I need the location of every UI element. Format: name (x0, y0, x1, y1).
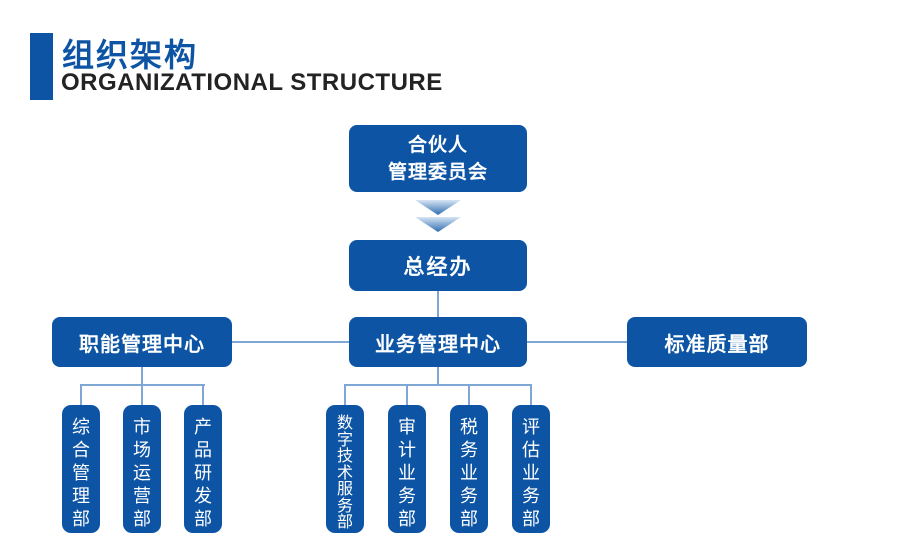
connector-business-quality (527, 341, 627, 343)
node-digital-tech-services-dept: 数字技术服务部 (326, 405, 364, 533)
chevron-down-icon (415, 200, 461, 215)
connector-business-branch (344, 384, 532, 386)
page-title: 组织架构 (62, 37, 199, 73)
node-quality-dept: 标准质量部 (627, 317, 807, 367)
node-label: 综合管理部 (72, 417, 90, 529)
node-business-center: 业务管理中心 (349, 317, 527, 367)
node-functional-center: 职能管理中心 (52, 317, 232, 367)
connector-drop (406, 384, 408, 406)
title-accent-bar (30, 33, 53, 100)
connector-drop (141, 384, 143, 406)
node-tax-dept: 税务业务部 (450, 405, 488, 533)
connector-functional-business (232, 341, 349, 343)
chevron-down-icon (415, 217, 461, 232)
node-label-line2: 管理委员会 (387, 161, 488, 183)
connector-functional-stem (141, 367, 143, 385)
node-valuation-dept: 评估业务部 (512, 405, 550, 533)
node-label: 审计业务部 (398, 417, 416, 529)
connector-gm-to-business (437, 291, 439, 318)
node-label: 市场运营部 (133, 417, 151, 529)
node-partners-committee: 合伙人 管理委员会 (349, 125, 527, 192)
node-label: 产品研发部 (194, 417, 212, 529)
connector-business-stem (437, 367, 439, 385)
connector-drop (202, 384, 204, 406)
connector-drop (344, 384, 346, 406)
node-label: 业务管理中心 (375, 333, 501, 356)
node-label: 数字技术服务部 (336, 415, 353, 531)
node-label: 职能管理中心 (79, 333, 205, 356)
node-audit-dept: 审计业务部 (388, 405, 426, 533)
node-product-rnd-dept: 产品研发部 (184, 405, 222, 533)
node-label-line1: 合伙人 (407, 134, 468, 156)
node-general-admin-dept: 综合管理部 (62, 405, 100, 533)
node-gm-office: 总经办 (349, 240, 527, 291)
connector-drop (530, 384, 532, 406)
connector-drop (468, 384, 470, 406)
connector-drop (80, 384, 82, 406)
node-label: 评估业务部 (522, 417, 540, 529)
node-market-operations-dept: 市场运营部 (123, 405, 161, 533)
node-label: 税务业务部 (460, 417, 478, 529)
page-subtitle: ORGANIZATIONAL STRUCTURE (61, 69, 443, 96)
node-label: 标准质量部 (664, 333, 770, 356)
node-label: 总经办 (403, 255, 473, 279)
